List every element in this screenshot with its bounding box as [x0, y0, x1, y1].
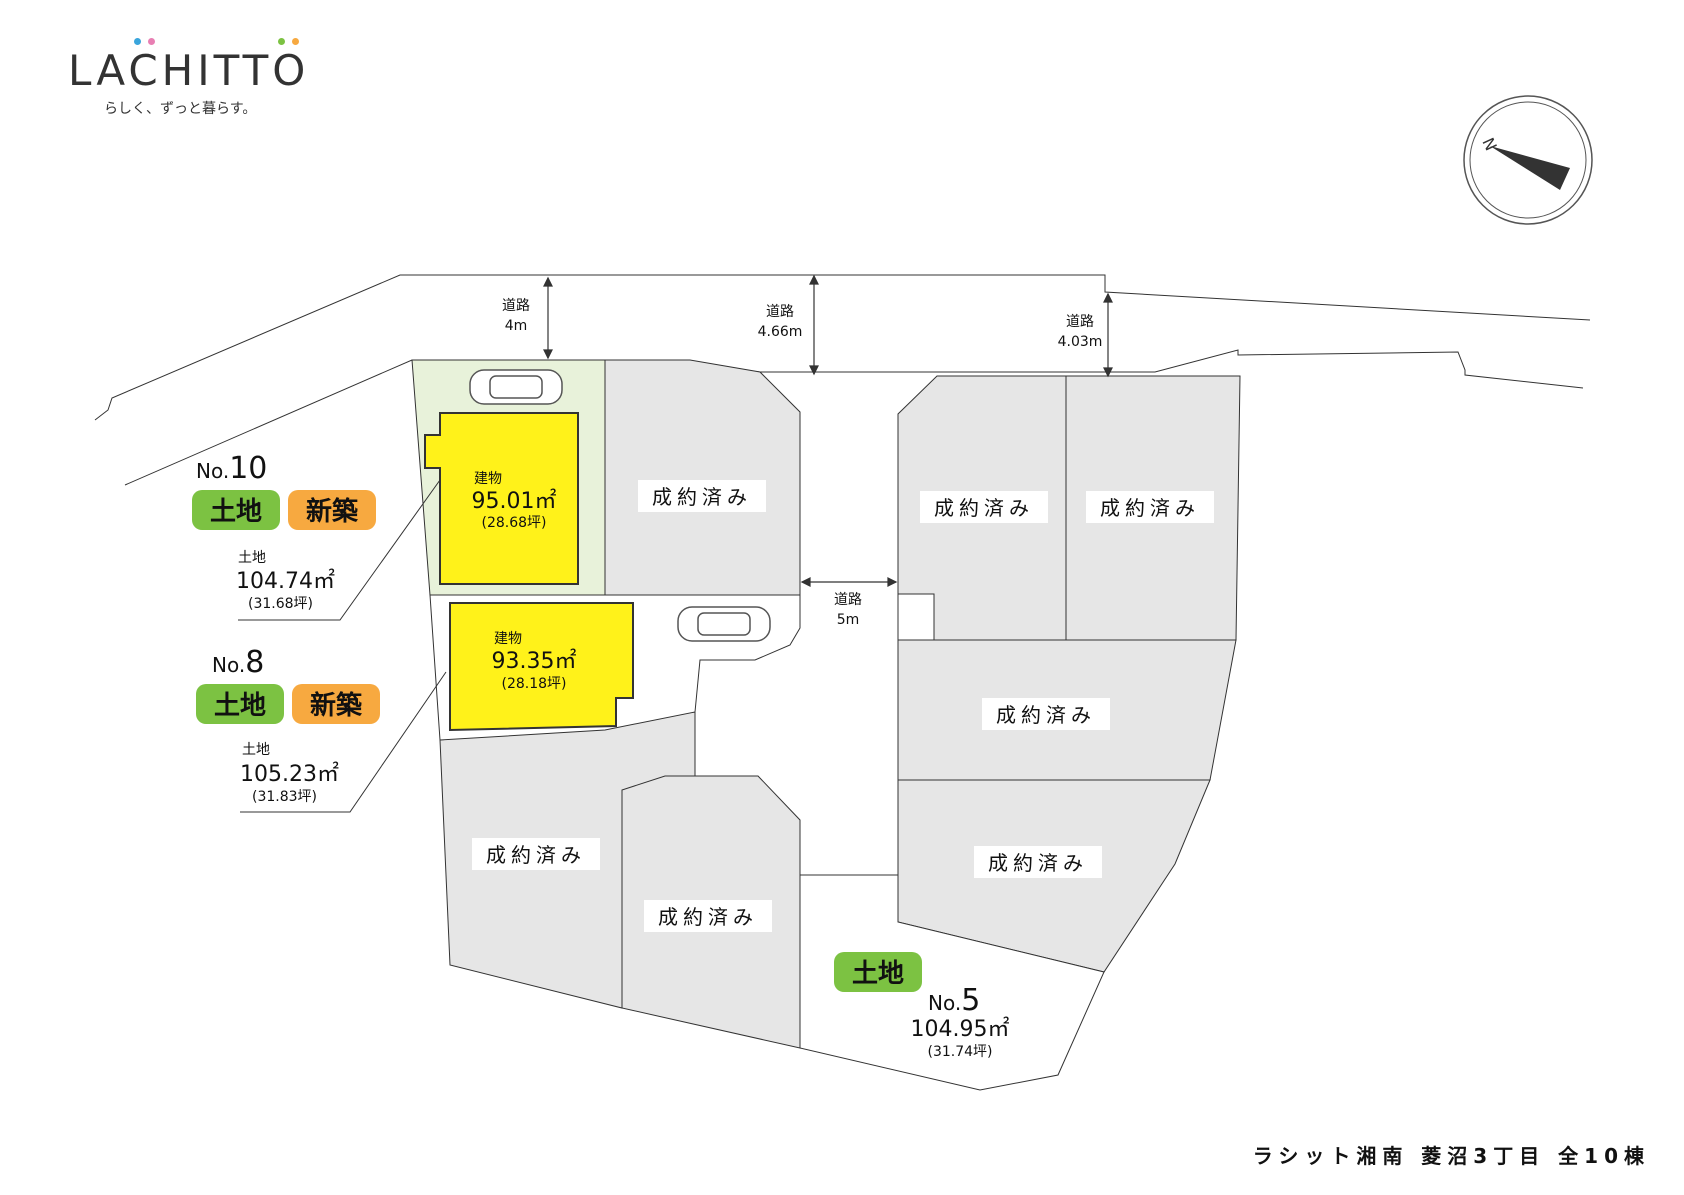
sold-label-a: 成約済み — [652, 485, 752, 509]
road-outline — [94, 274, 1591, 486]
badge-land-no10 — [192, 490, 280, 530]
land-label-no8: 土地 — [242, 742, 270, 758]
building-label-no10: 建物 — [474, 471, 502, 487]
road-width-1: 4m — [505, 318, 528, 334]
building-no10 — [424, 412, 579, 585]
logo: LACHITTO らしく、ずっと暮らす。 — [64, 34, 305, 124]
road-label-3: 道路 — [1066, 314, 1094, 330]
road-width-arrows — [543, 274, 1113, 587]
land-tsubo-no8: (31.83坪) — [252, 789, 317, 805]
logo-tagline: らしく、ずっと暮らす。 — [104, 101, 257, 117]
car-icon-no8 — [677, 606, 771, 642]
road-width-4: 5m — [837, 612, 860, 628]
sold-labels: 成約済み 成約済み 成約済み 成約済み 成約済み 成約済み 成約済み — [472, 480, 1214, 932]
logo-dot-pink-icon — [148, 38, 155, 45]
building-area-no8: 93.35㎡ — [492, 648, 577, 674]
sold-label-f: 成約済み — [486, 843, 586, 867]
lot-no5 — [799, 874, 1105, 1091]
car-icon-no10 — [469, 369, 563, 405]
leader-lines — [238, 479, 447, 813]
lot-number-no8: No.8 — [212, 645, 264, 680]
land-area-no10: 104.74㎡ — [236, 568, 335, 594]
badge-new-no10-text: 新築 — [306, 496, 359, 527]
logo-dot-blue-icon — [134, 38, 141, 45]
logo-dot-orange-icon — [292, 38, 299, 45]
sold-lot-a — [604, 359, 801, 596]
badge-land-no5 — [834, 952, 922, 992]
road-label-1: 道路 — [502, 298, 530, 314]
building-label-no8: 建物 — [494, 631, 522, 647]
building-tsubo-no8: (28.18坪) — [501, 676, 566, 692]
footer-title: ラシット湘南 菱沼3丁目 全10棟 — [1252, 1144, 1650, 1168]
badge-new-no8-text: 新築 — [310, 690, 363, 721]
badge-land-no8-text: 土地 — [214, 691, 266, 721]
logo-wordmark: LACHITTO — [68, 46, 310, 95]
logo-dot-green-icon — [278, 38, 285, 45]
compass-icon: N — [1463, 95, 1593, 225]
lot-number-no5: No.5 — [928, 983, 980, 1018]
sold-label-g: 成約済み — [658, 905, 758, 929]
lot-number-no10: No.10 — [196, 451, 267, 486]
building-area-no10: 95.01㎡ — [472, 488, 557, 514]
road-width-3: 4.03m — [1058, 334, 1103, 350]
land-tsubo-no10: (31.68坪) — [248, 596, 313, 612]
badge-land-no5-text: 土地 — [852, 959, 904, 989]
sold-label-b: 成約済み — [934, 496, 1034, 520]
building-tsubo-no10: (28.68坪) — [481, 515, 546, 531]
sold-label-c: 成約済み — [1100, 496, 1200, 520]
badge-land-no8 — [196, 684, 284, 724]
road-notch — [897, 593, 935, 641]
land-tsubo-no5: (31.74坪) — [927, 1044, 992, 1060]
building-no8 — [449, 602, 634, 732]
road-width-2: 4.66m — [758, 324, 803, 340]
road-label-4: 道路 — [834, 592, 862, 608]
land-label-no10: 土地 — [238, 550, 266, 566]
road-label-2: 道路 — [766, 304, 794, 320]
badge-land-no10-text: 土地 — [210, 497, 262, 527]
land-area-no8: 105.23㎡ — [240, 761, 339, 787]
badge-new-no8 — [292, 684, 380, 724]
sold-label-e: 成約済み — [988, 851, 1088, 875]
sold-label-d: 成約済み — [996, 703, 1096, 727]
badge-new-no10 — [288, 490, 376, 530]
land-area-no5: 104.95㎡ — [911, 1016, 1010, 1042]
